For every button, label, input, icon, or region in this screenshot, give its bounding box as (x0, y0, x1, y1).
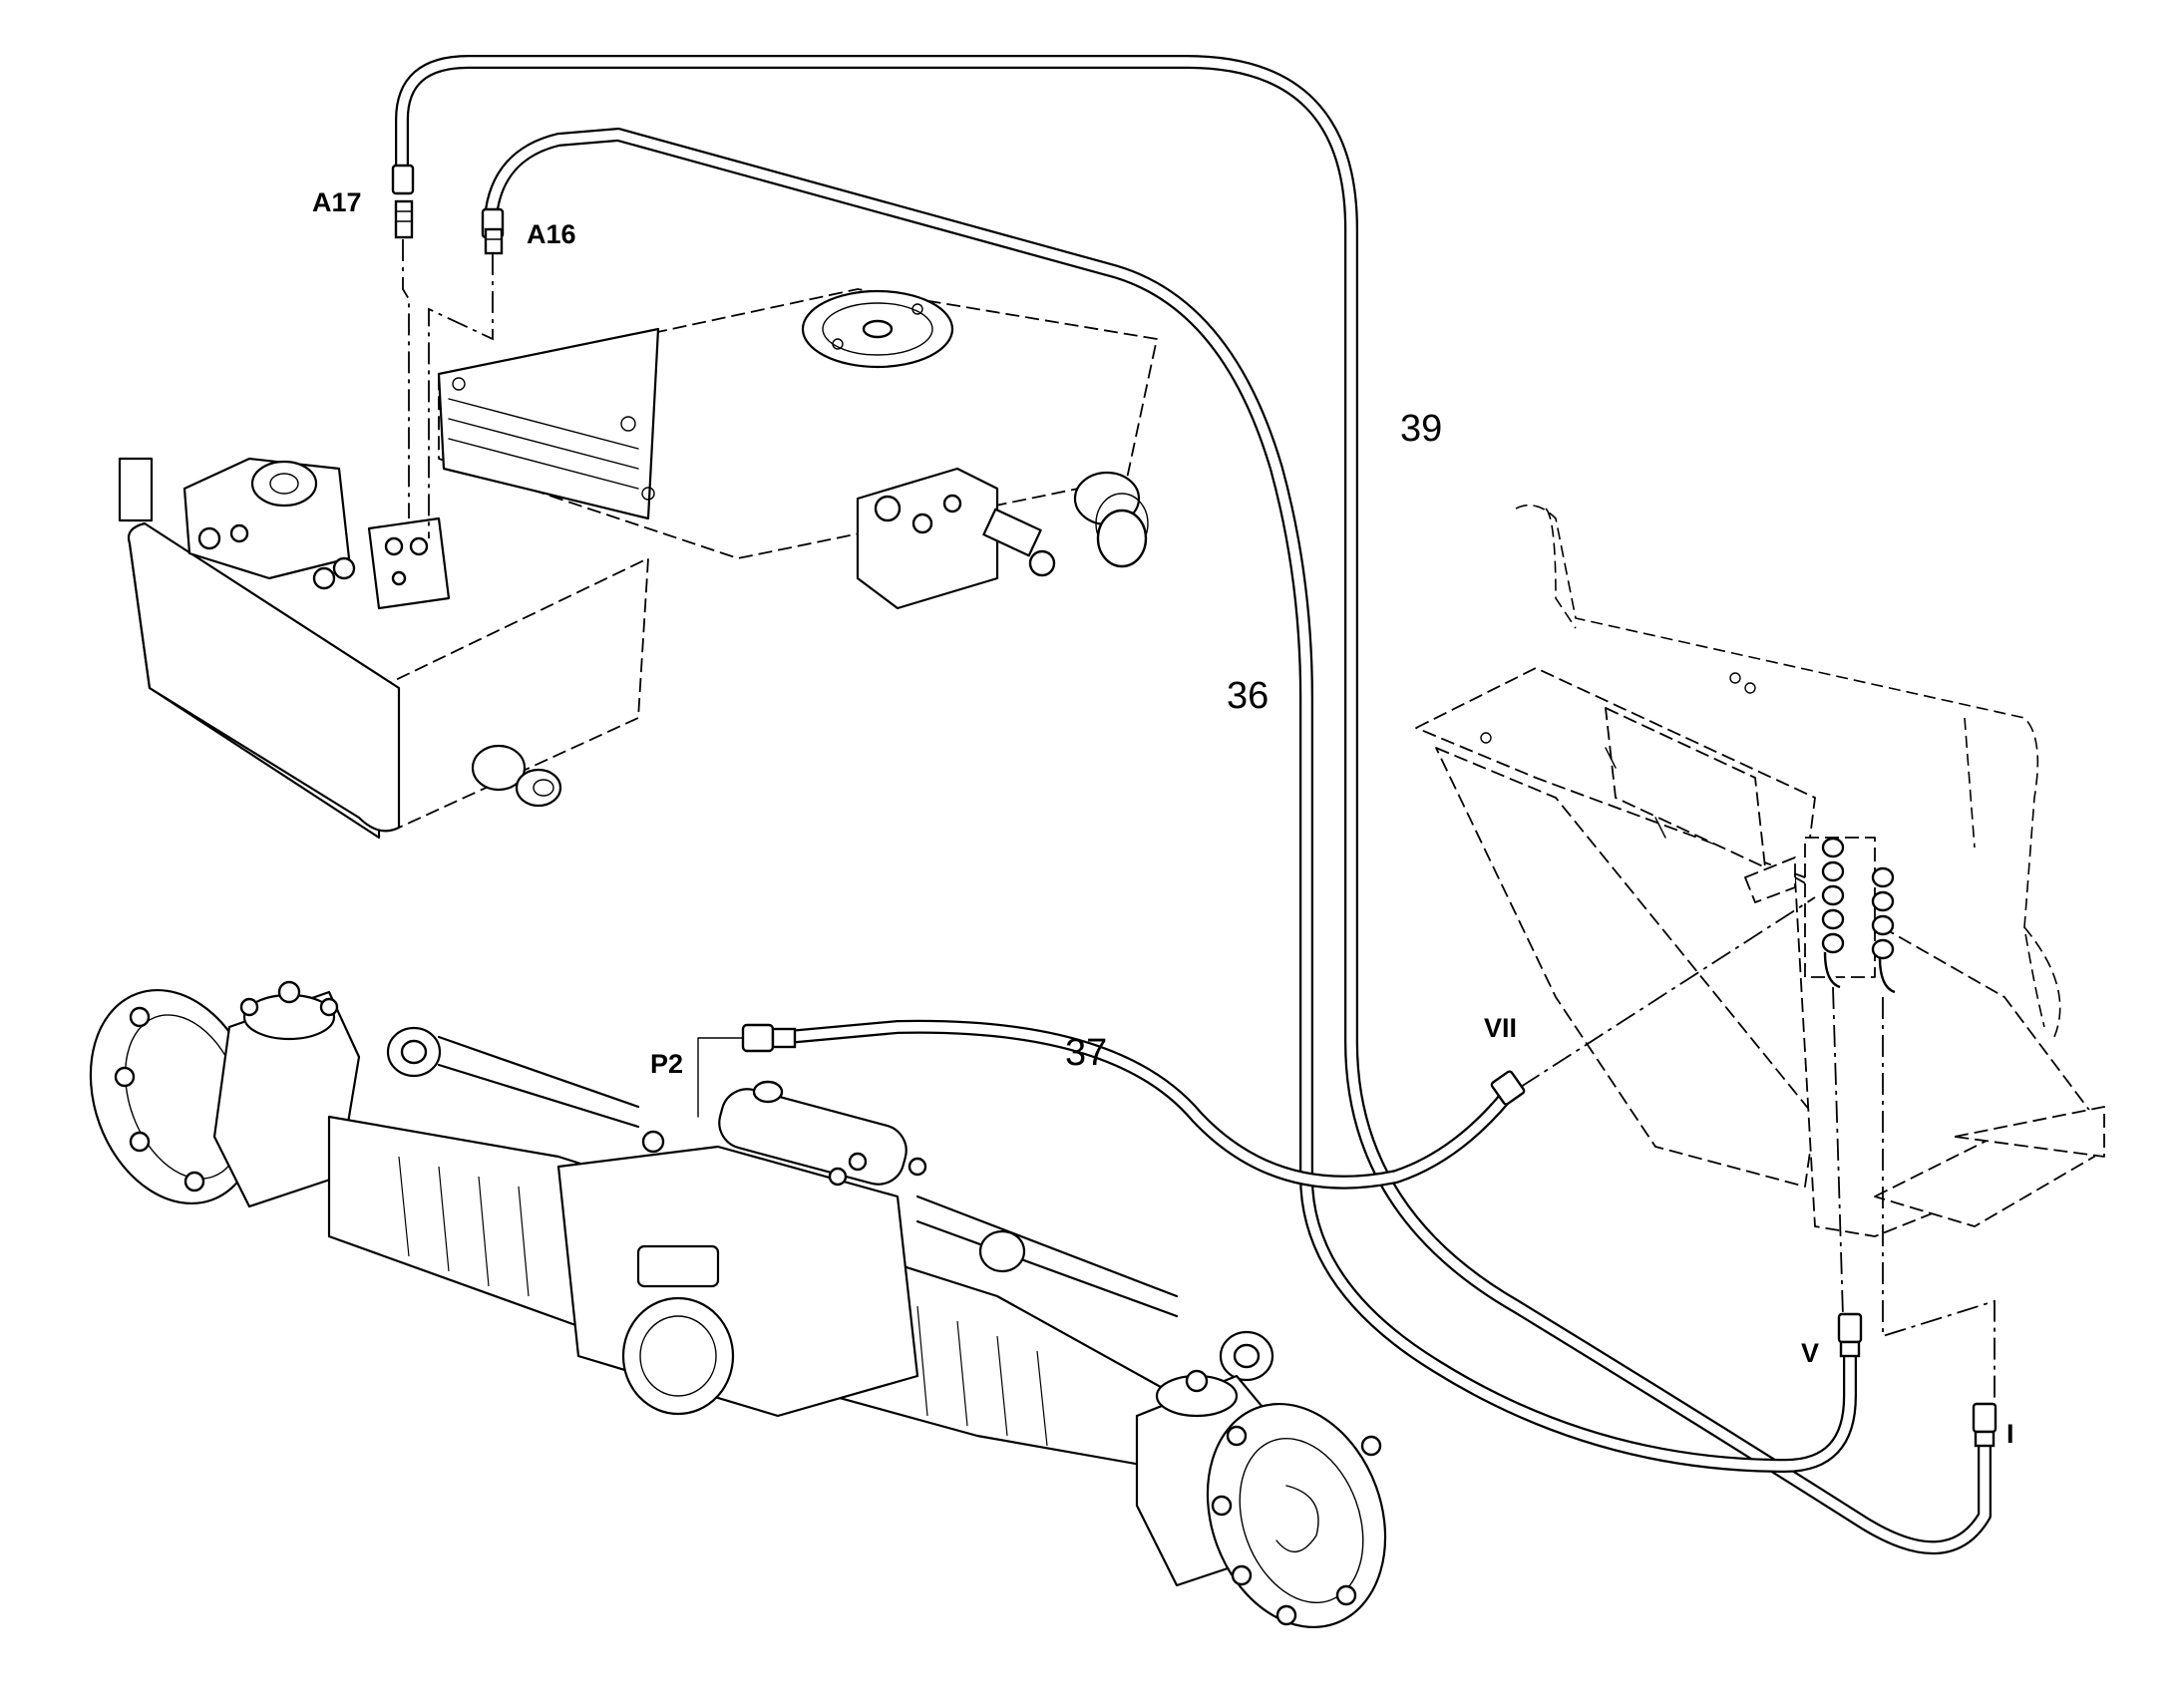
cab-bracket-valve-block (1415, 504, 2105, 1237)
label-p2: P2 (650, 1049, 683, 1079)
hose-39 (395, 55, 1992, 1555)
label-37: 37 (1065, 1032, 1107, 1074)
label-39: 39 (1400, 408, 1442, 450)
leader-lines-tank (402, 239, 494, 538)
fitting-v (1837, 1312, 1863, 1358)
fitting-a16 (481, 207, 505, 255)
label-a16: A16 (527, 219, 576, 249)
steering-axle (89, 980, 1387, 1629)
fitting-i (1972, 1402, 1998, 1448)
label-36: 36 (1227, 675, 1269, 717)
labels: A17 A16 P2 VII V I 36 37 39 (312, 187, 2014, 1449)
hose-37 (781, 1019, 1513, 1190)
valve-fittings (1821, 837, 1896, 994)
leader-lines-bracket (1520, 896, 1996, 1404)
hydraulic-tank (118, 288, 1158, 840)
fitting-a17 (391, 164, 415, 239)
label-a17: A17 (312, 187, 362, 217)
leader-p2 (697, 1037, 744, 1118)
label-v: V (1801, 1338, 1819, 1368)
label-i: I (2006, 1419, 2014, 1449)
fitting-p2 (741, 1023, 797, 1053)
fitting-vii (1490, 1070, 1526, 1106)
label-vii: VII (1484, 1013, 1517, 1043)
